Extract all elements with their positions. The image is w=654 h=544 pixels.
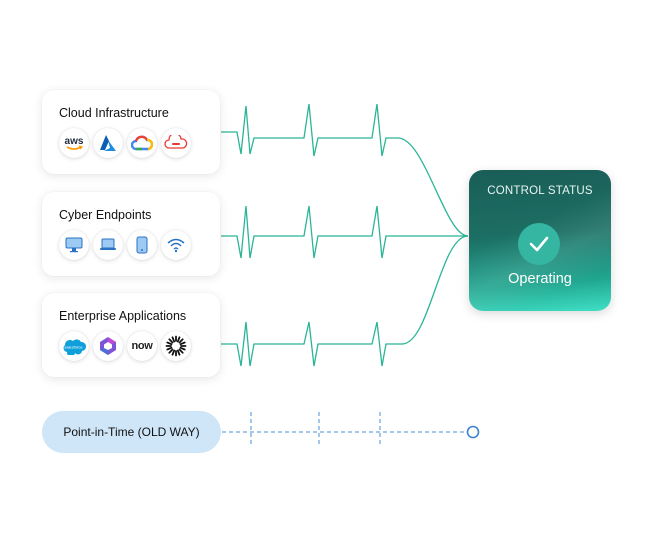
pulse-line-cloud	[221, 103, 469, 237]
google-cloud-icon	[127, 128, 157, 158]
point-in-time-text: Point-in-Time (OLD WAY)	[63, 425, 200, 439]
card-title: Cloud Infrastructure	[59, 106, 169, 120]
servicenow-icon: now	[127, 331, 157, 361]
icon-row	[59, 230, 191, 260]
microsoft-teams-icon	[93, 331, 123, 361]
wifi-icon	[161, 230, 191, 260]
card-title: Enterprise Applications	[59, 309, 187, 323]
cyber-endpoints-card: Cyber Endpoints	[42, 192, 220, 276]
laptop-icon	[93, 230, 123, 260]
cloud-infrastructure-card: Cloud Infrastructure aws	[42, 90, 220, 174]
control-status-value: Operating	[508, 271, 572, 287]
icon-row: salesforce now	[59, 331, 191, 361]
azure-icon	[93, 128, 123, 158]
mobile-icon	[127, 230, 157, 260]
control-status-card: CONTROL STATUS Operating	[469, 170, 611, 311]
oracle-cloud-icon	[161, 128, 191, 158]
checkmark-icon	[518, 223, 560, 265]
enterprise-applications-card: Enterprise Applications salesforce now	[42, 293, 220, 377]
salesforce-icon: salesforce	[59, 331, 89, 361]
okta-icon	[161, 331, 191, 361]
aws-icon: aws	[59, 128, 89, 158]
card-title: Cyber Endpoints	[59, 208, 152, 222]
pulse-line-applications	[221, 235, 469, 367]
servicenow-wordmark: now	[131, 340, 153, 352]
salesforce-wordmark: salesforce	[64, 345, 83, 350]
desktop-icon	[59, 230, 89, 260]
control-status-title: CONTROL STATUS	[487, 185, 593, 197]
point-in-time-label: Point-in-Time (OLD WAY)	[42, 411, 221, 453]
pulse-line-endpoints	[221, 205, 468, 259]
icon-row: aws	[59, 128, 191, 158]
timeline-endpoint	[466, 425, 480, 439]
svg-text:aws: aws	[65, 136, 84, 147]
